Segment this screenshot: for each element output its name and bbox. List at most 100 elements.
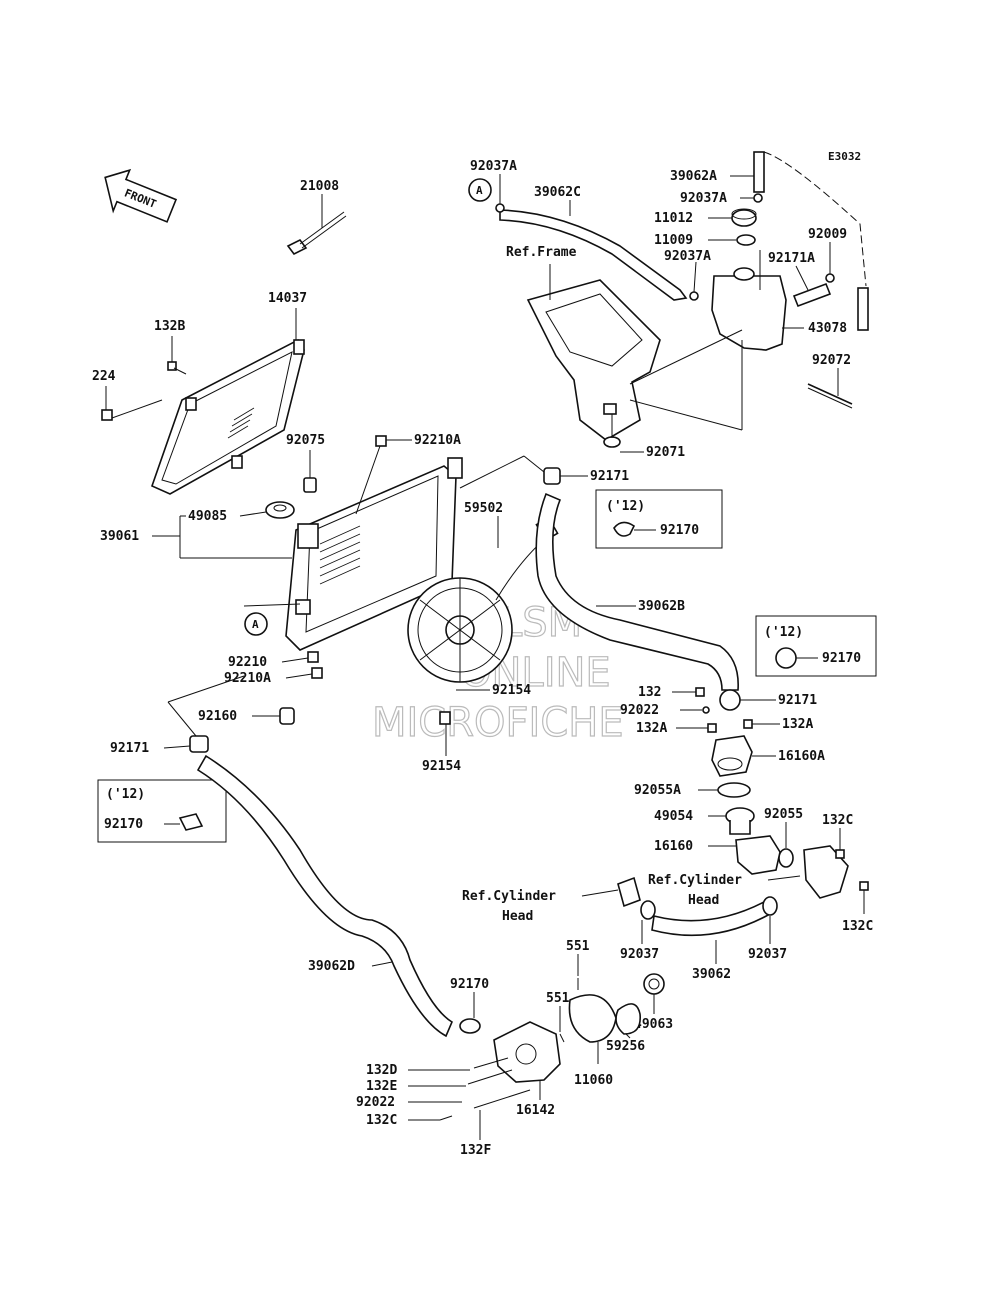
cyl-head-ref-left: Ref.Cylinder Head <box>462 876 641 924</box>
water-pump-cover-16142: 16142 <box>493 1021 561 1118</box>
thermostat-cover-16160A: 16160A <box>711 735 825 777</box>
clamp-92171-right: 92171 <box>719 689 817 711</box>
bolt-132A-left: 132A <box>636 721 717 736</box>
band-92072: 92072 <box>807 353 853 409</box>
reservoir-cap-11012: 11012 <box>654 208 757 227</box>
label-92009: 92009 <box>808 227 847 242</box>
gasket-11060: 11060 <box>568 994 617 1088</box>
label-92171-mid: 92171 <box>590 469 629 484</box>
label-39061: 39061 <box>100 529 139 544</box>
label-92170-box-mid: 92170 <box>660 523 699 538</box>
label-11009: 11009 <box>654 233 693 248</box>
svg-text:A: A <box>476 184 483 197</box>
label-92171-left: 92171 <box>110 741 149 756</box>
cooling-fan-59502: 59502 92154 92154 <box>407 501 559 774</box>
pump-bolts: 132D 132E 92022 132C 132F <box>356 1057 531 1158</box>
circle-marker-a-top: A <box>468 178 492 202</box>
joint-right: 132C 132C <box>803 813 873 934</box>
label-92154-b: 92154 <box>422 759 461 774</box>
hose-39062: 39062 <box>651 900 772 982</box>
nut-92210A-top: 92210A <box>355 433 461 515</box>
impeller-49063: 49063 <box>634 973 673 1032</box>
clamp-92037A-c: 92037A <box>664 249 711 301</box>
svg-text:('12): ('12) <box>606 499 645 514</box>
label-92170-bottom: 92170 <box>450 977 489 992</box>
year-box-mid: ('12) 92170 <box>595 489 723 549</box>
label-39062B: 39062B <box>638 599 685 614</box>
bolt-132A-right: 132A <box>743 717 813 732</box>
label-21008: 21008 <box>300 179 339 194</box>
radiator-cap-49085: 49085 <box>188 501 295 524</box>
note-ref-cyl-right-1: Ref.Cylinder <box>648 873 742 888</box>
note-ref-cyl-left-2: Head <box>502 909 533 924</box>
label-16160A: 16160A <box>778 749 825 764</box>
label-92075: 92075 <box>286 433 325 448</box>
label-551-mid: 551 <box>546 991 570 1006</box>
clamp-92170-bottom: 92170 <box>450 977 489 1034</box>
grommet-92075: 92075 <box>286 433 325 493</box>
label-92055: 92055 <box>764 807 803 822</box>
clamp-92037A-top: 92037A <box>470 159 517 213</box>
thermostat-housing-16160: 16160 <box>654 835 781 875</box>
label-92210A: 92210A <box>224 671 271 686</box>
label-92037-right: 92037 <box>748 947 787 962</box>
label-11060: 11060 <box>574 1073 613 1088</box>
gasket-11009: 11009 <box>654 233 756 248</box>
label-551-top: 551 <box>566 939 590 954</box>
label-132A-right: 132A <box>782 717 813 732</box>
oring-92055: 92055 <box>764 807 803 868</box>
label-92171A: 92171A <box>768 251 815 266</box>
year-box-right: ('12) 92170 <box>755 615 877 677</box>
label-39062A: 39062A <box>670 169 717 184</box>
year-box-left: ('12) 92170 <box>97 779 227 843</box>
label-39062C: 39062C <box>534 185 581 200</box>
svg-text:('12): ('12) <box>106 787 145 802</box>
radiator-39061: 39061 <box>100 457 463 651</box>
note-ref-cyl-right-2: Head <box>688 893 719 908</box>
label-49085: 49085 <box>188 509 227 524</box>
radiator-screen-14037: 14037 <box>151 291 307 495</box>
hose-39062B: 39062B <box>535 492 739 691</box>
label-92037A-top: 92037A <box>470 159 517 174</box>
label-92022-top: 92022 <box>620 703 659 718</box>
note-ref-cyl-left-1: Ref.Cylinder <box>462 889 556 904</box>
bolt-92009: 92009 <box>808 227 847 283</box>
label-14037: 14037 <box>268 291 307 306</box>
label-16160: 16160 <box>654 839 693 854</box>
label-92071: 92071 <box>646 445 685 460</box>
clamp-92171-mid: 92171 <box>459 455 629 489</box>
label-39062D: 39062D <box>308 959 355 974</box>
svg-text:A: A <box>252 618 259 631</box>
label-92210A-top: 92210A <box>414 433 461 448</box>
bolt-132B: 132B <box>154 319 187 375</box>
label-224: 224 <box>92 369 116 384</box>
reservoir-hose-39062C: 39062C <box>499 185 688 301</box>
label-92171-right: 92171 <box>778 693 817 708</box>
label-92170-box-left: 92170 <box>104 817 143 832</box>
label-92055A: 92055A <box>634 783 681 798</box>
label-92037-left: 92037 <box>620 947 659 962</box>
label-49063: 49063 <box>634 1017 673 1032</box>
label-132C-bottom: 132C <box>366 1113 397 1128</box>
label-92154-a: 92154 <box>492 683 531 698</box>
label-16142: 16142 <box>516 1103 555 1118</box>
hose-39062A: 39062A <box>670 151 869 331</box>
thermostat-49054: 49054 <box>654 807 755 835</box>
strap-92171A: 92171A <box>768 251 832 308</box>
clamp-92037A-b: 92037A <box>680 191 763 206</box>
front-direction-arrow: FRONT <box>104 168 178 223</box>
label-132: 132 <box>638 685 661 700</box>
label-132F: 132F <box>460 1143 491 1158</box>
label-11012: 11012 <box>654 211 693 226</box>
label-132B: 132B <box>154 319 185 334</box>
hose-39062D: 39062D <box>196 754 454 1038</box>
oring-92055A: 92055A <box>634 782 751 798</box>
washer-92022-top: 92022 <box>620 703 710 718</box>
label-92037A-b: 92037A <box>680 191 727 206</box>
pump-pin-551-top: 551 <box>566 939 590 990</box>
circle-marker-a-left: A <box>243 603 301 636</box>
bolt-132: 132 <box>638 685 705 700</box>
frame-bracket: Ref.Frame <box>506 245 661 441</box>
label-43078: 43078 <box>808 321 847 336</box>
